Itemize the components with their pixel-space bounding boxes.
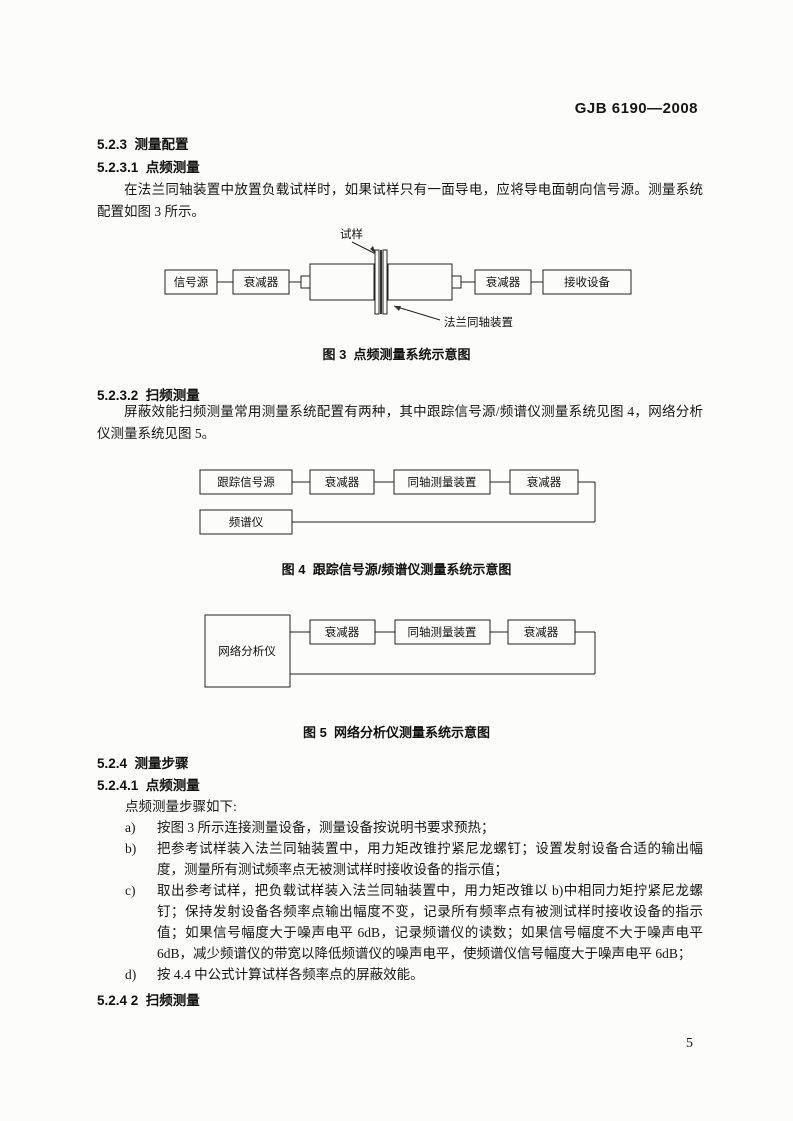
list-text-c: 取出参考试样，把负载试样装入法兰同轴装置中，用力矩改锥以 b)中相同力矩拧紧尼龙… (157, 883, 703, 961)
fig3-body-left (309, 263, 375, 301)
fig4-label-spectrum-analyzer: 频谱仪 (229, 515, 264, 529)
list-marker-c: c) (125, 883, 136, 898)
fig4-label-attenuator-2: 衰减器 (527, 475, 562, 489)
figure-3-diagram: 试样 信号源 衰减器 衰减器 接收设备 (90, 222, 710, 342)
figure-5-svg: 网络分析仪 衰减器 同轴测量装置 衰减器 (204, 614, 596, 688)
page-number: 5 (686, 1036, 693, 1051)
fig4-box-spectrum-analyzer (199, 509, 293, 535)
heading-5-2-4-2: 5.2.4 2 扫频测量 (97, 993, 200, 1008)
fig3-sample-pointer-line (351, 241, 377, 255)
fig3-connector-left (300, 275, 311, 289)
list-marker-a: a) (125, 820, 136, 835)
fig3-device-label: 法兰同轴装置 (444, 315, 513, 329)
fig3-label-signal-source: 信号源 (174, 275, 209, 289)
fig5-label-coax-fixture: 同轴测量装置 (408, 625, 477, 639)
measurement-steps: 点频测量步骤如下: a) 按图 3 所示连接测量设备，测量设备按说明书要求预热；… (97, 796, 703, 985)
heading-5-2-4-1: 5.2.4.1 点频测量 (97, 778, 200, 793)
heading-5-2-3-2: 5.2.3.2 扫频测量 (97, 388, 200, 403)
fig3-flange-left (374, 249, 380, 315)
list-item-a: a) 按图 3 所示连接测量设备，测量设备按说明书要求预热； (125, 817, 703, 838)
fig4-label-attenuator-1: 衰减器 (325, 475, 360, 489)
list-text-a: 按图 3 所示连接测量设备，测量设备按说明书要求预热； (157, 820, 495, 835)
fig3-label-attenuator-1: 衰减器 (244, 275, 279, 289)
figure-4-diagram: 跟踪信号源 衰减器 同轴测量装置 衰减器 频谱仪 (90, 458, 710, 548)
list-item-c: c) 取出参考试样，把负载试样装入法兰同轴装置中，用力矩改锥以 b)中相同力矩拧… (125, 880, 703, 964)
list-item-d: d) 按 4.4 中公式计算试样各频率点的屏蔽效能。 (125, 964, 703, 985)
fig5-label-attenuator-2: 衰减器 (524, 625, 559, 639)
list-marker-d: d) (125, 967, 137, 982)
fig5-label-network-analyzer: 网络分析仪 (218, 644, 276, 658)
heading-5-2-3-1: 5.2.3.1 点频测量 (97, 160, 200, 175)
heading-5-2-4: 5.2.4 测量步骤 (97, 756, 189, 771)
fig3-device-pointer-arrowhead (394, 306, 401, 311)
fig5-box-network-analyzer (204, 614, 291, 688)
figure-3-svg: 试样 信号源 衰减器 衰减器 接收设备 (164, 227, 632, 329)
fig3-body-right (387, 263, 453, 301)
figure-4-svg: 跟踪信号源 衰减器 同轴测量装置 衰减器 频谱仪 (199, 469, 596, 535)
fig3-label-attenuator-2: 衰减器 (486, 275, 521, 289)
figure-4-caption: 图 4 跟踪信号源/频谱仪测量系统示意图 (281, 562, 512, 577)
fig3-box-receiver (542, 269, 632, 295)
fig3-sample-label: 试样 (340, 227, 363, 241)
fig4-label-tracking-source: 跟踪信号源 (217, 475, 275, 489)
list-item-b: b) 把参考试样装入法兰同轴装置中，用力矩改锥拧紧尼龙螺钉；设置发射设备合适的输… (125, 838, 703, 880)
fig3-flange-right (382, 249, 388, 315)
paragraph-sweep-frequency: 屏蔽效能扫频测量常用测量系统配置有两种，其中跟踪信号源/频谱仪测量系统见图 4，… (97, 404, 703, 441)
fig4-label-coax-fixture: 同轴测量装置 (408, 475, 477, 489)
list-marker-b: b) (125, 841, 137, 856)
fig3-device-pointer-line (393, 305, 441, 321)
list-text-d: 按 4.4 中公式计算试样各频率点的屏蔽效能。 (157, 967, 424, 982)
fig3-sample-strip (380, 250, 382, 314)
heading-5-2-3: 5.2.3 测量配置 (97, 137, 189, 152)
figure-3-caption: 图 3 点频测量系统示意图 (322, 347, 471, 362)
fig5-label-attenuator-1: 衰减器 (325, 625, 360, 639)
list-text-b: 把参考试样装入法兰同轴装置中，用力矩改锥拧紧尼龙螺钉；设置发射设备合适的输出幅度… (157, 841, 703, 877)
paragraph-point-frequency: 在法兰同轴装置中放置负载试样时，如果试样只有一面导电，应将导电面朝向信号源。测量… (97, 182, 703, 219)
fig3-label-receiver: 接收设备 (564, 275, 610, 289)
fig3-connector-right (451, 275, 462, 289)
steps-intro: 点频测量步骤如下: (125, 799, 237, 814)
doc-number: GJB 6190—2008 (574, 100, 698, 117)
figure-5-diagram: 网络分析仪 衰减器 同轴测量装置 衰减器 (90, 604, 710, 716)
figure-5-caption: 图 5 网络分析仪测量系统示意图 (302, 725, 491, 740)
